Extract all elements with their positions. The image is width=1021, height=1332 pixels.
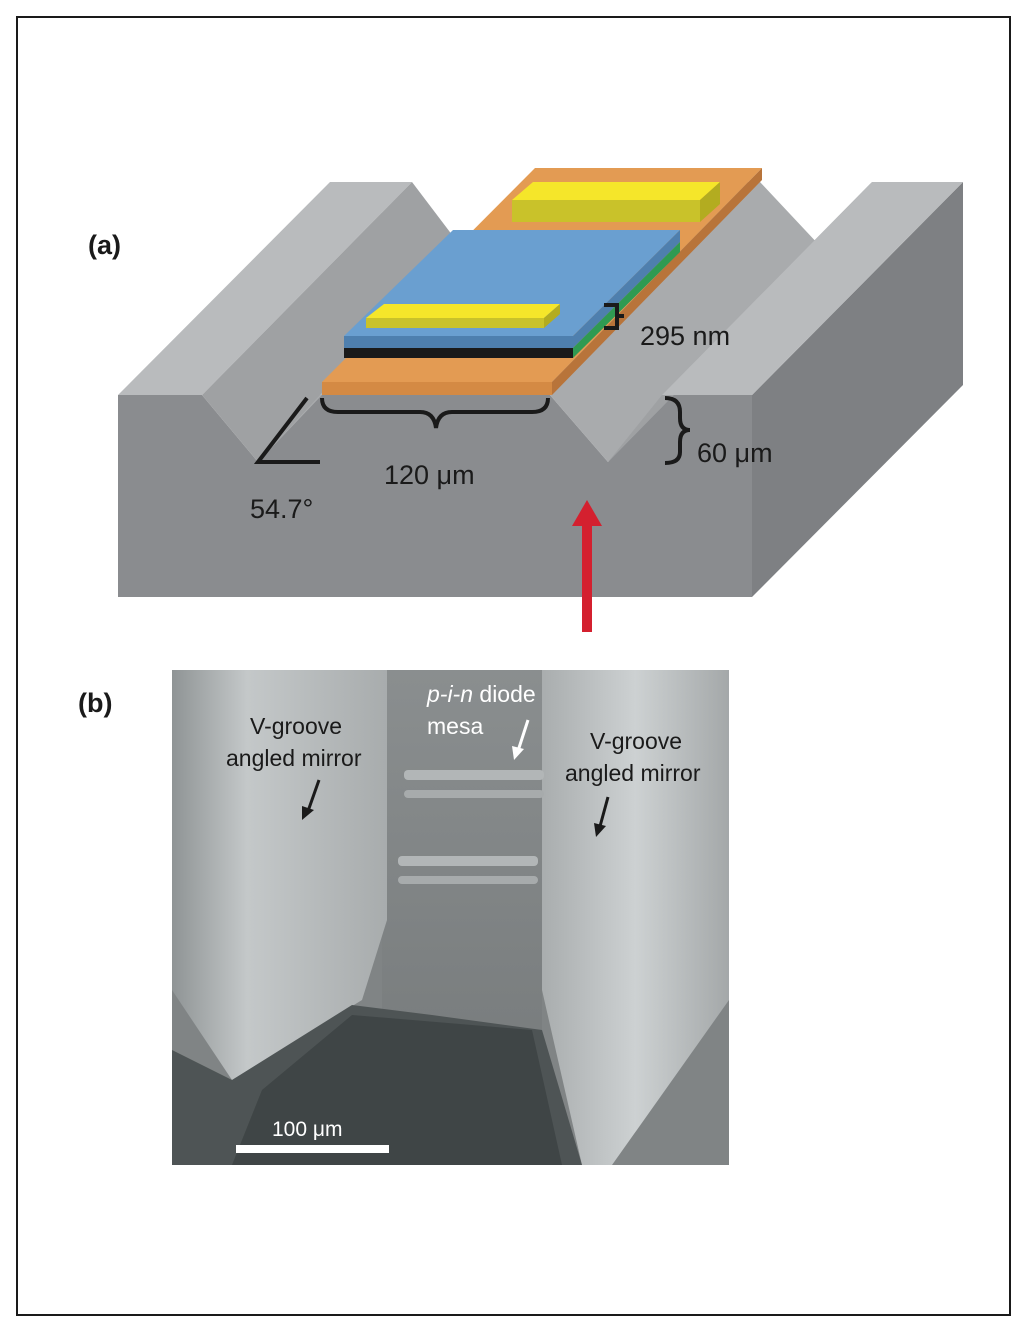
front-electrode-front xyxy=(366,318,544,328)
substrate-side-face xyxy=(752,182,963,597)
sem-mesa-stripe xyxy=(404,790,544,798)
front-electrode-top xyxy=(366,304,560,318)
mesa-side-green xyxy=(573,242,680,358)
thickness-label: 295 nm xyxy=(640,321,730,351)
right-mirror-arrowhead xyxy=(594,823,606,837)
left-mirror-label-line1: V-groove xyxy=(250,713,342,739)
sem-mesa-stripe xyxy=(398,876,538,884)
light-arrow-shaft xyxy=(582,520,592,632)
right-mirror-arrow xyxy=(597,796,610,831)
thickness-bracket xyxy=(604,303,624,330)
left-mirror-arrow xyxy=(305,779,321,815)
left-groove-wall-outer xyxy=(202,182,462,462)
mesa-label-line1: p-i-n diode xyxy=(426,681,536,707)
scale-bar-label: 100 μm xyxy=(272,1118,342,1141)
right-mirror-label-line2: angled mirror xyxy=(565,760,701,786)
contact-layer-front xyxy=(322,382,552,395)
light-arrow-head xyxy=(572,500,602,526)
sem-mesa-stripe xyxy=(398,856,538,866)
back-electrode-front xyxy=(512,200,700,222)
sem-right-mirror xyxy=(542,670,729,1165)
sem-micrograph: 100 μm V-groove angled mirror p-i-n diod… xyxy=(172,670,729,1165)
mesa-arrowhead xyxy=(512,746,524,760)
right-groove-wall-outer xyxy=(550,182,820,462)
sem-mesa-stripe xyxy=(404,770,544,780)
depth-label: 60 μm xyxy=(697,438,773,468)
sem-floor-shadow xyxy=(232,1015,562,1165)
left-ridge-top xyxy=(118,182,412,395)
angle-label: 54.7° xyxy=(250,494,313,524)
device-schematic: 295 nm 120 μm 60 μm 54.7° xyxy=(118,168,963,632)
right-ridge-top xyxy=(662,182,963,395)
mesa-side-blue xyxy=(573,230,680,348)
mesa-label-line2: mesa xyxy=(427,713,483,739)
panel-a-label: (a) xyxy=(88,230,121,260)
sem-left-mirror xyxy=(172,670,387,1080)
front-electrode-side xyxy=(544,304,560,328)
width-brace xyxy=(320,397,550,429)
angle-marker xyxy=(253,396,320,464)
panel-b-label: (b) xyxy=(78,688,113,718)
width-label: 120 μm xyxy=(384,460,475,490)
mesa-front xyxy=(344,336,573,348)
mesa-black-layer xyxy=(344,348,573,358)
figure-frame xyxy=(16,16,1011,1316)
scale-bar xyxy=(236,1145,389,1153)
depth-brace xyxy=(664,396,691,465)
contact-layer-side xyxy=(552,168,762,395)
right-mirror-label-line1: V-groove xyxy=(590,728,682,754)
back-electrode-side xyxy=(700,182,720,222)
left-mirror-label-line2: angled mirror xyxy=(226,745,362,771)
left-mirror-arrowhead xyxy=(302,806,314,820)
back-electrode-top xyxy=(512,182,720,200)
substrate-front-face xyxy=(118,395,752,597)
